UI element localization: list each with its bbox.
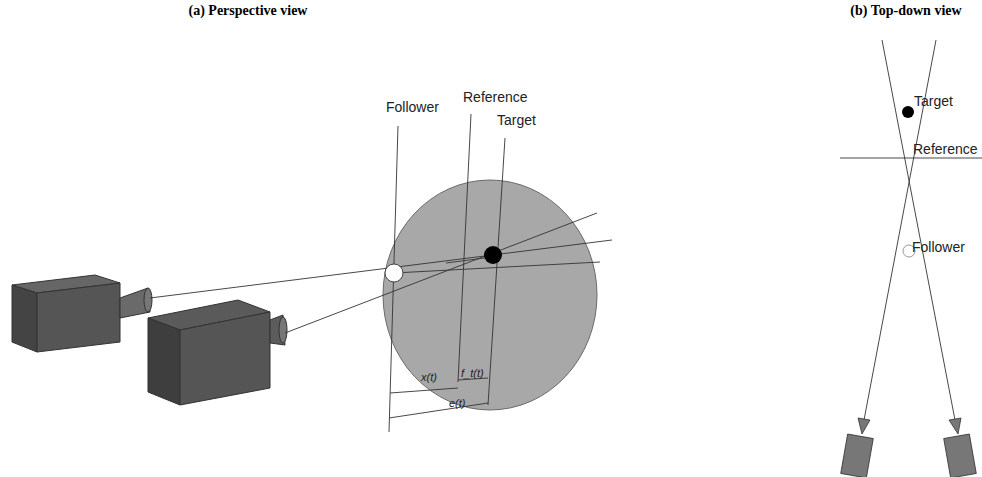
arrowhead bbox=[858, 418, 870, 434]
dimension-label: e(t) bbox=[449, 397, 466, 409]
camera bbox=[944, 434, 977, 477]
dimension-line bbox=[389, 378, 488, 418]
camera bbox=[12, 275, 152, 352]
projection-line bbox=[389, 114, 505, 432]
arrowhead bbox=[949, 418, 961, 434]
sight-line bbox=[150, 213, 612, 333]
camera bbox=[148, 300, 287, 405]
point-label: Follower bbox=[386, 100, 439, 115]
dimension-label: f_t(t) bbox=[461, 367, 484, 379]
point-label: Reference bbox=[913, 142, 978, 157]
target-dot bbox=[484, 246, 502, 264]
camera bbox=[841, 434, 874, 477]
panel-title: (a) Perspective view bbox=[189, 3, 308, 18]
target-dot bbox=[902, 106, 914, 118]
point-label: Target bbox=[914, 94, 953, 109]
panel-title: (b) Top-down view bbox=[850, 3, 961, 18]
follower-dot bbox=[385, 264, 403, 282]
point-label: Follower bbox=[912, 240, 965, 255]
point-label: Reference bbox=[463, 90, 528, 105]
dimension-label: x(t) bbox=[421, 371, 437, 383]
point-label: Target bbox=[497, 113, 536, 128]
top-down-lines bbox=[840, 40, 982, 420]
